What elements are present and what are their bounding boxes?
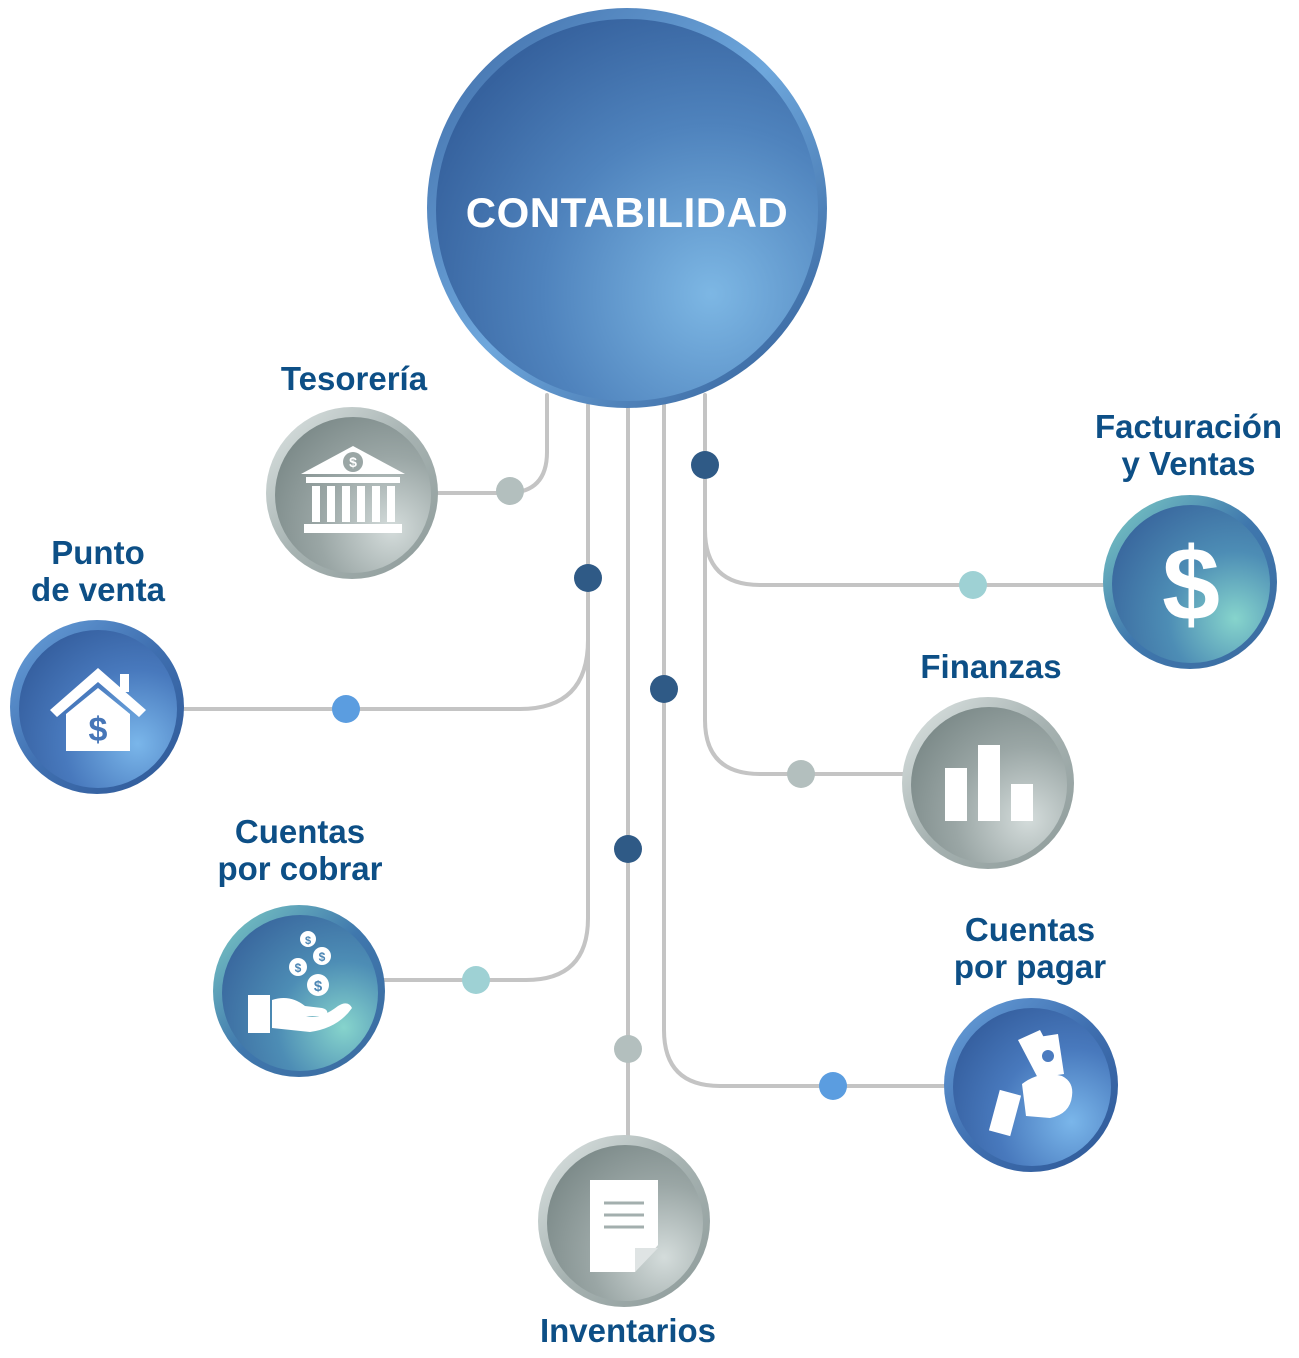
dollar-sign-icon: $ [1162,527,1220,643]
label-tesoreria-text: Tesorería [280,360,428,397]
node-inventarios [538,1135,710,1307]
bar-chart-icon [945,745,1033,821]
label-facturacion: Facturación y Ventas [1078,408,1299,482]
label-cuentas-por-pagar-line2: por pagar [953,948,1107,985]
svg-text:$: $ [89,711,108,749]
junction-dot [614,1035,642,1063]
junction-dot [959,571,987,599]
junction-dot [574,564,602,592]
junction-dot [819,1072,847,1100]
label-inventarios-text: Inventarios [539,1312,717,1349]
node-cuentas-por-cobrar: $ $ $ $ [213,905,385,1077]
bank-dollar-icon: $ [301,446,405,533]
label-cuentas-por-cobrar: Cuentas por cobrar [190,813,410,887]
junction-dot [462,966,490,994]
node-cuentas-por-pagar [944,998,1118,1172]
label-cuentas-por-cobrar-line1: Cuentas [234,813,366,850]
label-punto-de-venta: Punto de venta [0,534,196,608]
node-finanzas [902,697,1074,869]
junction-dot [691,451,719,479]
node-punto-de-venta: $ [10,620,184,794]
label-cuentas-por-cobrar-line2: por cobrar [217,850,383,887]
connector-tesoreria [436,393,549,495]
svg-text:$: $ [314,978,323,995]
connector-cuentas-por-cobrar [382,638,590,982]
svg-text:$: $ [349,454,357,470]
junction-dot [650,675,678,703]
junction-dot [614,835,642,863]
svg-text:$: $ [305,935,311,947]
label-facturacion-line1: Facturación [1094,408,1283,445]
document-icon [590,1180,658,1272]
label-punto-de-venta-line1: Punto [51,534,145,571]
svg-text:$: $ [319,950,326,964]
hand-paying-cash-icon [988,1030,1073,1137]
junction-dot [496,477,524,505]
node-tesoreria: $ [266,407,438,579]
house-dollar-icon: $ [50,668,146,751]
connector-finanzas [703,528,906,776]
connector-cuentas-por-pagar [662,403,950,1088]
label-punto-de-venta-line2: de venta [31,571,165,608]
svg-text:$: $ [295,961,302,975]
node-facturacion: $ [1103,495,1277,669]
label-tesoreria: Tesorería [254,360,454,397]
junction-dot [787,760,815,788]
hand-receiving-coins-icon: $ $ $ $ [248,931,352,1033]
connector-lines [182,393,1108,1142]
hub-title: CONTABILIDAD [465,189,789,236]
label-inventarios: Inventarios [508,1312,748,1349]
label-finanzas: Finanzas [891,648,1091,685]
label-cuentas-por-pagar-line1: Cuentas [964,911,1096,948]
junction-dot [332,695,360,723]
label-facturacion-line2: y Ventas [1121,445,1256,482]
connector-facturacion [703,393,1108,587]
junction-dots [332,451,987,1100]
label-cuentas-por-pagar: Cuentas por pagar [920,911,1140,985]
hub-node [427,8,827,408]
label-finanzas-text: Finanzas [920,648,1062,685]
